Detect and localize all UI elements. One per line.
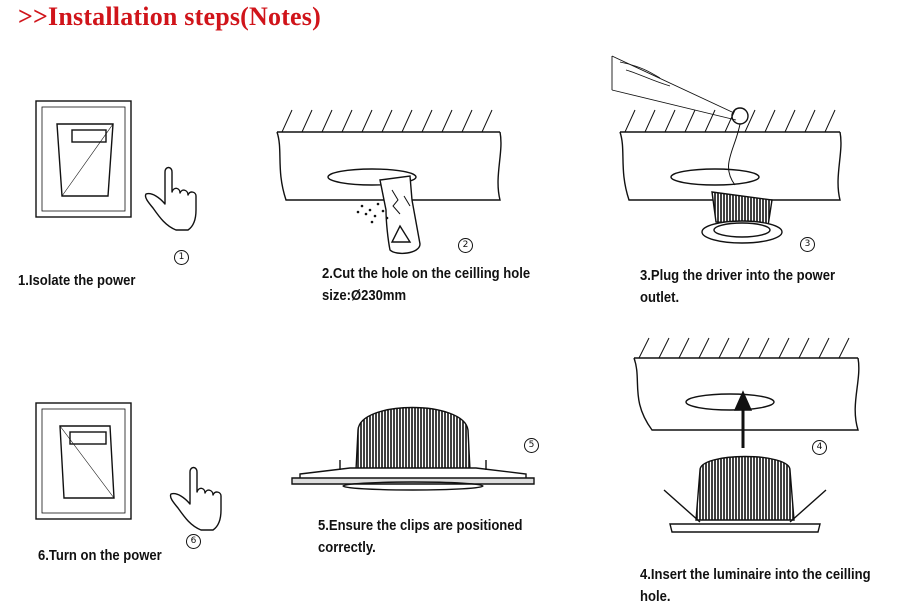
step-2-number: 2 [458, 238, 473, 253]
step-3-caption-line: 3.Plug the driver into the power [640, 268, 836, 284]
step-6-hand-icon [169, 466, 222, 531]
step-5-caption: 5.Ensure the clips are positioned correc… [318, 515, 523, 559]
step-4-caption: 4.Insert the luminaire into the ceilling… [640, 564, 871, 608]
step-1-hand-icon [144, 166, 197, 231]
step-1-caption-line: 1.Isolate the power [18, 273, 136, 289]
step-4-caption-line: hole. [640, 589, 671, 605]
step-5-caption-line: 5.Ensure the clips are positioned [318, 518, 523, 534]
step-2-cut-hole-illustration [276, 109, 502, 255]
step-6-switch-illustration [35, 402, 132, 520]
step-4-caption-line: 4.Insert the luminaire into the ceilling [640, 567, 871, 583]
step-2-caption-line: 2.Cut the hole on the ceilling hole [322, 266, 531, 282]
step-5-clips-illustration [291, 406, 535, 491]
step-3-caption-line: outlet. [640, 290, 680, 306]
step-6-caption: 6.Turn on the power [38, 545, 162, 567]
step-3-driver-illustration [611, 55, 842, 244]
step-3-number: 3 [800, 237, 815, 252]
step-1-number: 1 [174, 250, 189, 265]
step-5-number: 5 [524, 438, 539, 453]
page-title: >>Installation steps(Notes) [18, 2, 321, 31]
step-5-caption-line: correctly. [318, 540, 376, 556]
step-3-caption: 3.Plug the driver into the power outlet. [640, 265, 835, 309]
step-4-number: 4 [812, 440, 827, 455]
step-2-caption-line: size:Ø230mm [322, 288, 407, 304]
step-2-caption: 2.Cut the hole on the ceilling hole size… [322, 263, 530, 307]
step-6-caption-line: 6.Turn on the power [38, 548, 162, 564]
step-6-number: 6 [186, 534, 201, 549]
step-1-switch-illustration [35, 100, 132, 218]
step-1-caption: 1.Isolate the power [18, 270, 135, 292]
step-4-insert-illustration [633, 337, 860, 533]
